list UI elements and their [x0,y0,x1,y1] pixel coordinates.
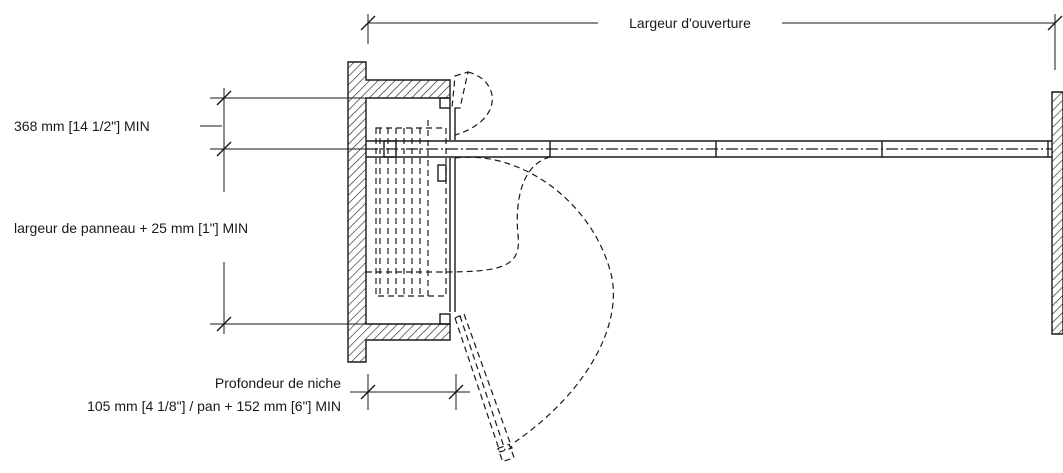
top-swing-leaf [451,71,493,136]
right-wall [1051,91,1063,335]
opening-width-dimension: Largeur d'ouverture [360,14,1063,70]
sliding-panels [366,140,1052,158]
panel-swing-arc [439,156,614,443]
niche-depth-value: 105 mm [4 1/8"] / pan + 152 mm [6"] MIN [87,398,341,414]
panel-width-label: largeur de panneau + 25 mm [1"] MIN [14,220,248,236]
stacked-panels [366,120,447,297]
niche-depth-dimension: Profondeur de niche 105 mm [4 1/8"] / pa… [87,374,470,414]
top-clearance-label: 368 mm [14 1/2"] MIN [14,118,150,134]
niche-depth-title: Profondeur de niche [215,375,341,391]
niche-frame [437,97,456,325]
opening-width-label: Largeur d'ouverture [629,15,751,31]
bottom-swing-leaf [454,313,515,463]
left-wall [347,61,451,363]
vertical-dimensions: 368 mm [14 1/2"] MIN largeur de panneau … [14,88,366,334]
